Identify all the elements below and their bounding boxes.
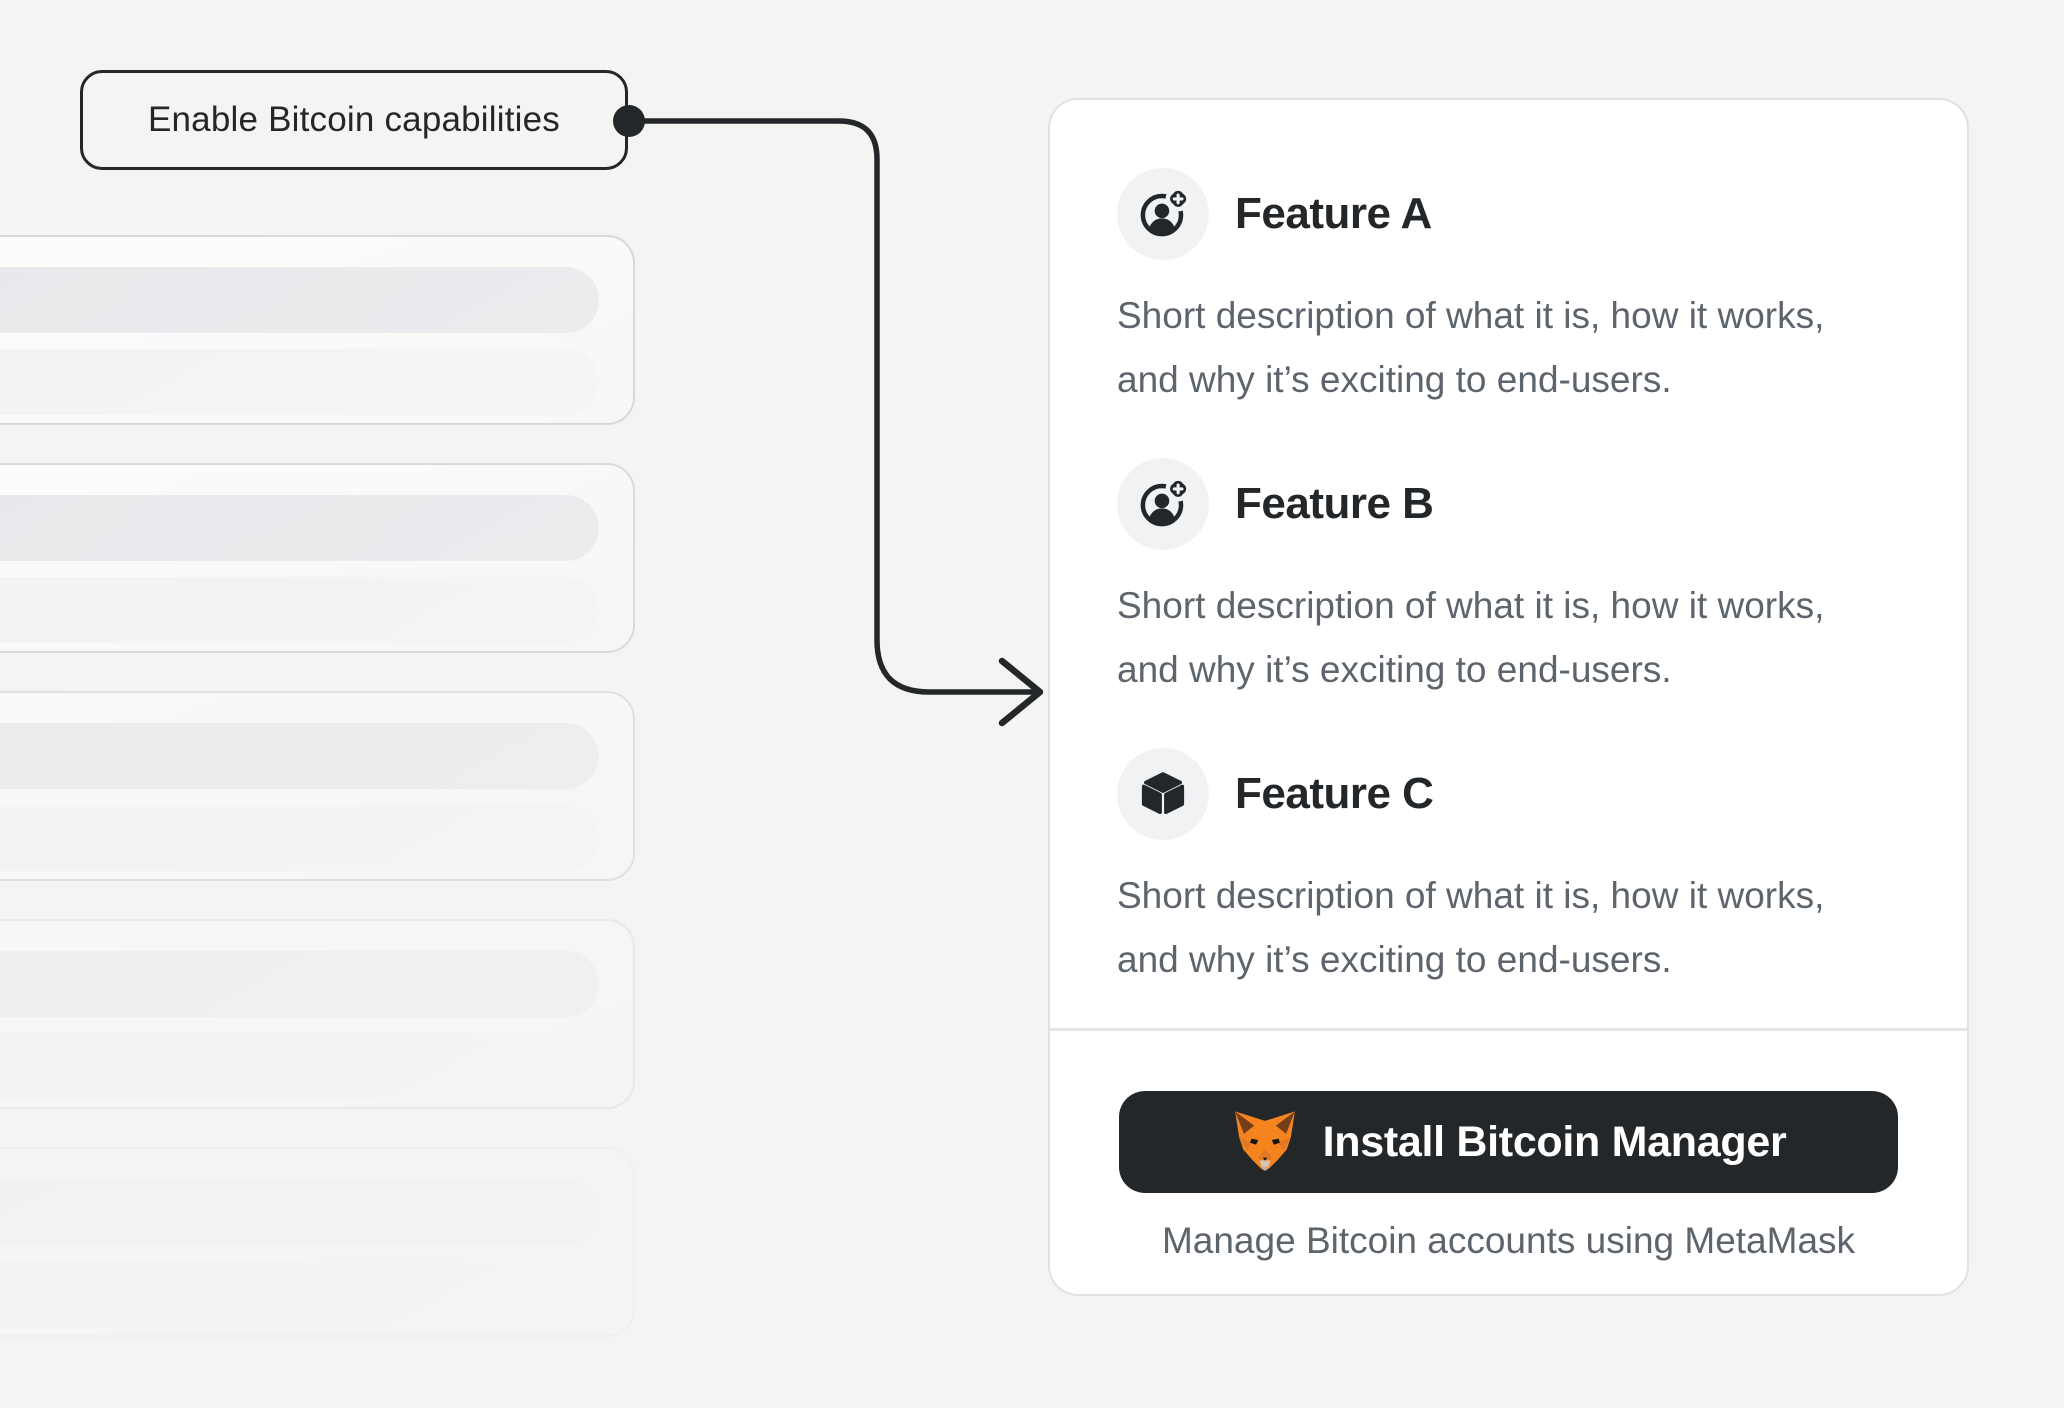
skeleton-bar [0,723,599,789]
feature-icon-badge [1117,168,1209,260]
skeleton-bar [0,951,599,1017]
feature-description: Short description of what it is, how it … [1117,295,1825,400]
callout-text: Enable Bitcoin capabilities [147,100,561,139]
skeleton-bar [0,1033,599,1099]
skeleton-bar [0,495,599,561]
feature-item-b: Feature B Short description of what it i… [1117,458,1907,702]
feature-item-c: Feature C Short description of what it i… [1117,748,1907,992]
skeleton-bar [0,267,599,333]
feature-title: Feature A [1235,189,1432,238]
skeleton-bar [0,577,599,643]
feature-description: Short description of what it is, how it … [1117,585,1825,690]
skeleton-card [0,463,635,653]
user-add-icon [1140,189,1188,237]
features-panel: Feature A Short description of what it i… [1048,98,1969,1296]
cube-icon [1141,772,1185,815]
skeleton-card [0,919,635,1109]
skeleton-bar [0,1179,599,1245]
features-list: Feature A Short description of what it i… [1050,100,1967,992]
callout-label: Enable Bitcoin capabilities [80,70,628,170]
panel-caption: Manage Bitcoin accounts using MetaMask [1161,1220,1856,1261]
metamask-fox-icon [1234,1111,1295,1171]
skeleton-card [0,235,635,425]
user-add-icon [1140,479,1188,527]
feature-icon-badge [1117,748,1209,840]
panel-divider [1050,1028,1967,1031]
skeleton-bar [0,805,599,871]
skeleton-bar [0,349,599,415]
feature-title: Feature B [1235,479,1434,528]
install-bitcoin-manager-button[interactable]: Install Bitcoin Manager [1119,1091,1898,1193]
skeleton-bar [0,1261,599,1327]
skeleton-card [0,691,635,881]
skeleton-card [0,1147,635,1337]
feature-icon-badge [1117,458,1209,550]
feature-description: Short description of what it is, how it … [1117,875,1825,980]
feature-item-a: Feature A Short description of what it i… [1117,168,1907,412]
feature-title: Feature C [1235,769,1434,818]
install-button-label: Install Bitcoin Manager [1322,1117,1787,1166]
panel-footer: Install Bitcoin Manager Manage Bitcoin a… [1050,1031,1967,1294]
